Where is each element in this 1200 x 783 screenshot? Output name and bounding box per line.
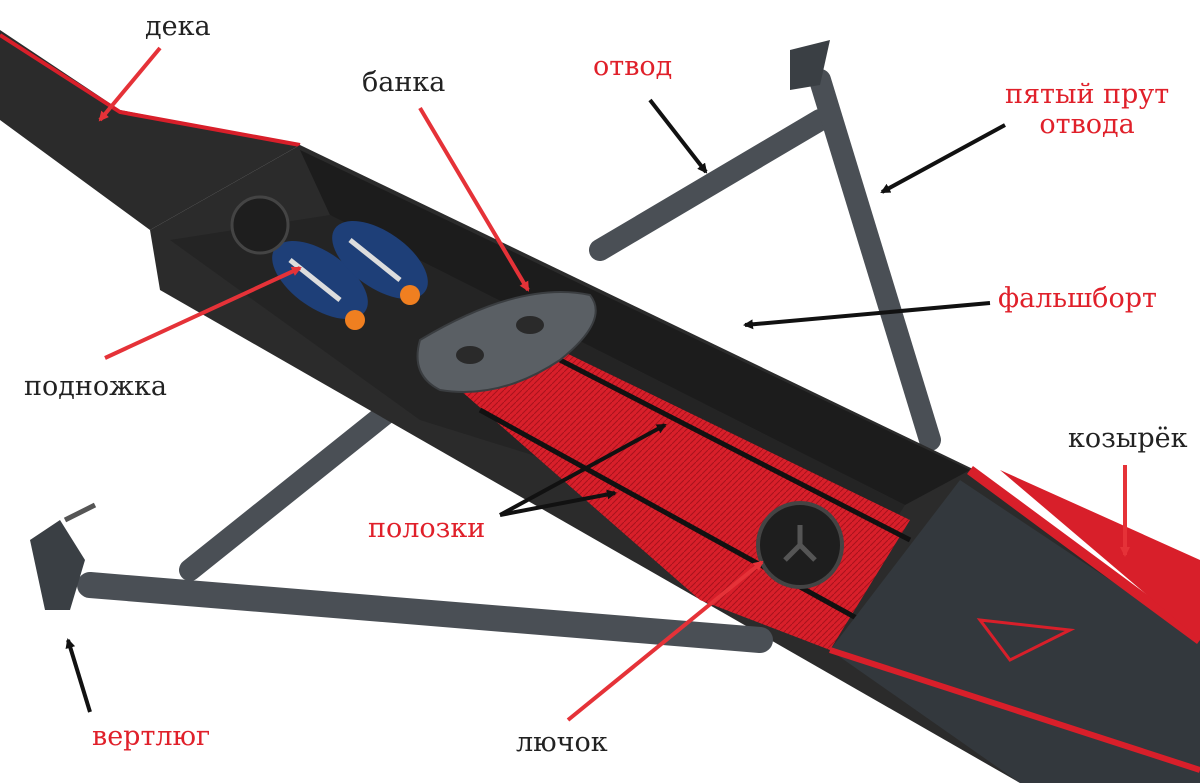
label-banka: банка — [362, 67, 446, 98]
arrow-lyuchok — [566, 560, 764, 722]
arrow-deka — [98, 46, 162, 122]
arrow-otvod — [648, 98, 708, 174]
hull — [0, 30, 1200, 783]
label-deka: дека — [145, 11, 211, 42]
arrow-polozki-2 — [499, 489, 617, 517]
label-falshbort: фальшборт — [998, 283, 1157, 314]
arrow-podnozhka — [104, 266, 302, 360]
seat — [416, 291, 597, 393]
label-pyaty-prut: пятый прут отвода — [1005, 80, 1169, 140]
label-lyuchok: лючок — [516, 727, 608, 758]
label-vertlyug: вертлюг — [92, 721, 211, 752]
arrow-pyaty-prut — [880, 123, 1006, 194]
rigger-front — [30, 40, 830, 653]
hatch-covers — [230, 195, 844, 589]
label-otvod: отвод — [593, 51, 673, 82]
label-kozyrek: козырёк — [1068, 423, 1188, 454]
arrow-vertlyug — [65, 638, 92, 713]
rigger-back-tubes — [179, 69, 941, 581]
arrow-falshbort — [743, 301, 991, 330]
footrest-shoes — [272, 220, 428, 330]
arrows — [65, 46, 1130, 722]
label-polozki: полозки — [368, 513, 486, 544]
label-podnozhka: подножка — [24, 371, 167, 402]
arrow-polozki-1 — [499, 423, 667, 517]
label-pyaty-prut-line1: пятый прут — [1005, 79, 1170, 110]
label-pyaty-prut-line2: отвода — [1039, 109, 1135, 140]
arrow-banka — [418, 106, 530, 292]
